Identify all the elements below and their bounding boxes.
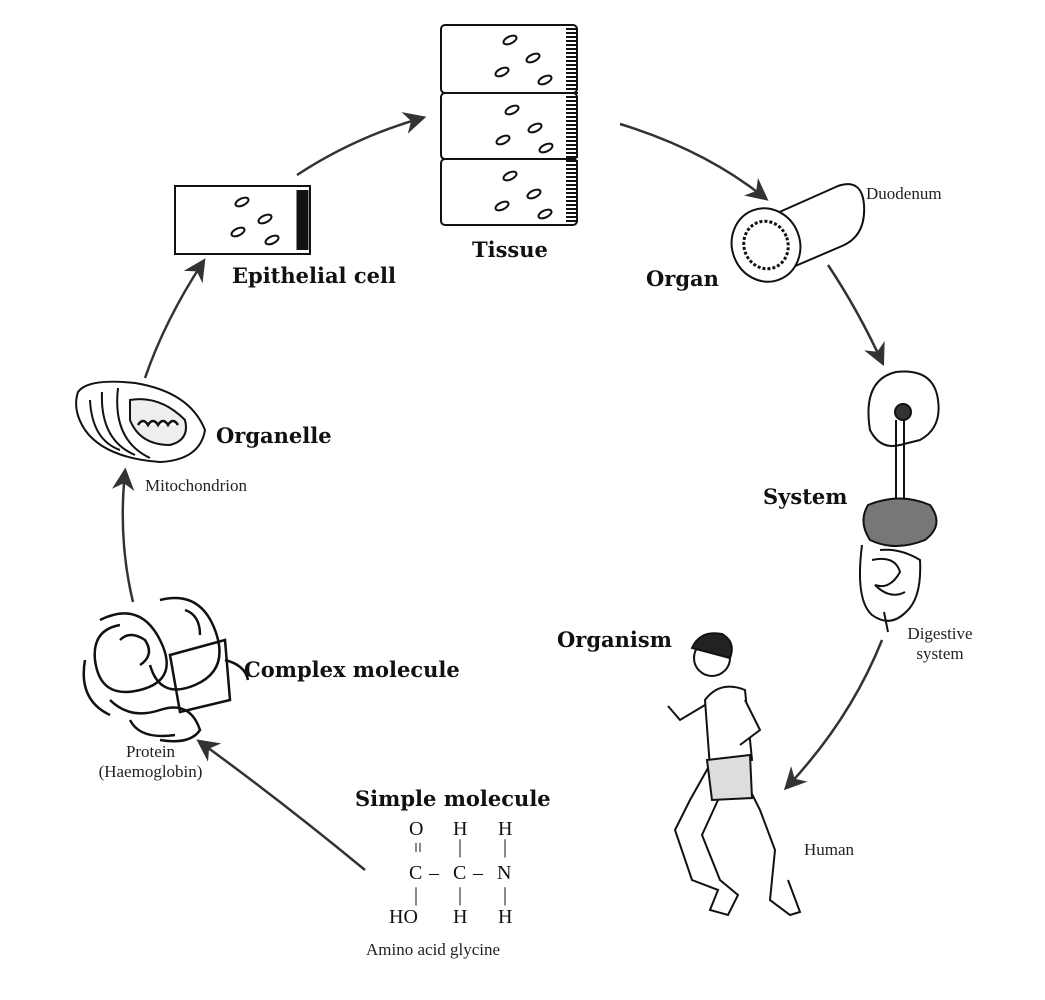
label-organ: Organ	[646, 266, 719, 291]
formula-bond-3: |	[414, 884, 419, 906]
arrow-cell-to-tissue	[296, 112, 427, 177]
arrow-simple-to-complex	[196, 739, 366, 871]
arrow-complex-to-organelle	[111, 467, 135, 603]
label-tissue: Tissue	[472, 237, 548, 262]
formula-bond-5: |	[503, 884, 508, 906]
arrow-organelle-to-cell	[143, 258, 206, 379]
label-organism: Organism	[557, 627, 672, 652]
caption-human: Human	[804, 840, 855, 859]
caption-mitochondrion: Mitochondrion	[145, 476, 247, 495]
formula-c1: C	[409, 862, 423, 884]
formula-o: O	[409, 818, 424, 840]
caption-digestive-line1: Digestive	[907, 624, 973, 643]
formula-double-bond: =	[406, 841, 429, 854]
label-epithelial-cell: Epithelial cell	[232, 263, 396, 288]
formula-h3: H	[453, 906, 468, 928]
formula-n: N	[497, 862, 512, 884]
formula-bond-2: |	[503, 836, 508, 858]
cycle-arrows	[111, 112, 885, 871]
formula-c2: C	[453, 862, 467, 884]
formula-dash-2: –	[473, 862, 483, 884]
formula-dash-1: –	[429, 862, 439, 884]
runner-drawing	[667, 632, 802, 917]
mitochondrion-drawing	[75, 380, 207, 464]
label-organelle: Organelle	[216, 423, 332, 448]
caption-protein-line2: (Haemoglobin)	[98, 762, 203, 781]
glycine-formula: O H H = | | C – C – N | | | HO H H	[385, 818, 545, 938]
arrow-system-to-organism	[783, 639, 884, 791]
caption-amino-acid-glycine: Amino acid glycine	[366, 940, 501, 959]
caption-protein: Protein (Haemoglobin)	[78, 742, 223, 782]
label-complex-molecule: Complex molecule	[244, 657, 460, 682]
formula-h1: H	[453, 818, 468, 840]
formula-bond-4: |	[458, 884, 463, 906]
formula-h4: H	[498, 906, 513, 928]
caption-protein-line1: Protein	[125, 742, 176, 761]
label-simple-molecule: Simple molecule	[355, 786, 551, 811]
tissue-drawing	[440, 24, 578, 226]
digestive-system-drawing	[859, 370, 940, 633]
formula-ho: HO	[389, 906, 418, 928]
epithelial-cell-drawing	[174, 185, 311, 255]
caption-duodenum: Duodenum	[866, 184, 942, 203]
formula-h2: H	[498, 818, 513, 840]
duodenum-drawing	[730, 183, 866, 283]
label-system: System	[763, 484, 848, 509]
arrow-tissue-to-organ	[619, 122, 769, 201]
arrow-organ-to-system	[826, 264, 885, 367]
caption-digestive-line2: system	[916, 644, 964, 663]
caption-digestive-system: Digestive system	[900, 624, 980, 664]
protein-drawing	[82, 596, 250, 743]
formula-bond-1: |	[458, 836, 463, 858]
